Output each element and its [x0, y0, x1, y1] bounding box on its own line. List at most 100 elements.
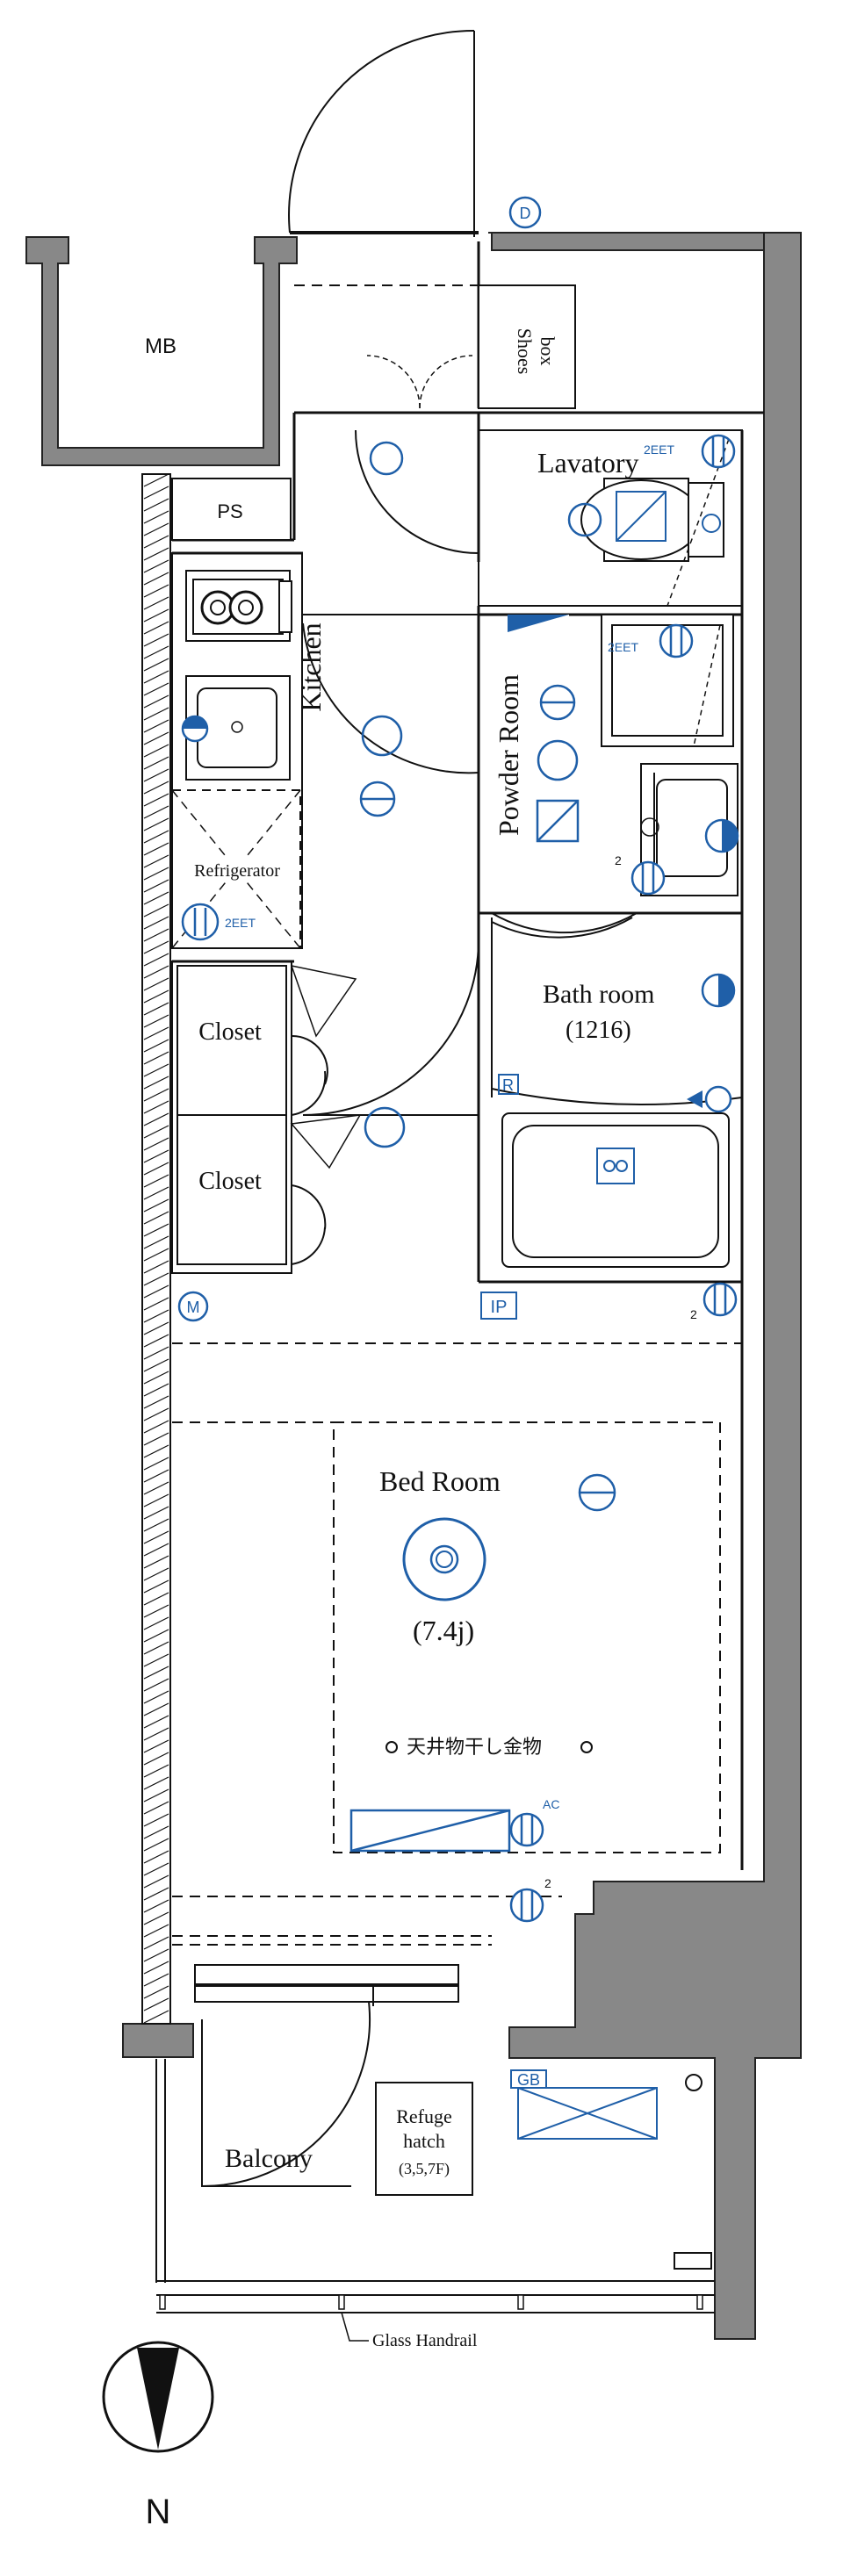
- ac-mark: AC: [543, 1797, 559, 1811]
- hatch-line: [143, 1076, 169, 1090]
- hatch-line: [143, 1727, 169, 1741]
- hatch-line: [143, 486, 169, 500]
- hatch-line: [143, 1260, 169, 1274]
- left-hatched-wall: [141, 473, 171, 2025]
- mb-label: MB: [145, 335, 177, 358]
- hatch-line: [143, 1100, 169, 1114]
- hatch-line: [143, 1838, 169, 1852]
- hatch-line: [143, 694, 169, 709]
- mb-walls: [25, 236, 298, 466]
- bath-size-label: (1216): [566, 1017, 631, 1044]
- hatch-line: [143, 854, 169, 868]
- shoes-box: Shoes box: [366, 284, 576, 409]
- hatch-line: [143, 707, 169, 721]
- hatch-line: [143, 1579, 169, 1594]
- hatch-line: [143, 1518, 169, 1532]
- hatch-line: [143, 928, 169, 942]
- hatch-line: [143, 1272, 169, 1286]
- hatch-line: [143, 1039, 169, 1053]
- r-mark: R: [502, 1076, 514, 1094]
- hatch-line: [143, 1973, 169, 1987]
- hatch-line: [143, 719, 169, 733]
- balcony: Balcony Refuge hatch (3,5,7F) GB Glass H…: [155, 2001, 715, 2350]
- hatch-line: [143, 1874, 169, 1889]
- hatch-line: [143, 1702, 169, 1716]
- hatch-line: [143, 1112, 169, 1126]
- refuge-label-3: (3,5,7F): [399, 2160, 450, 2178]
- hatch-line: [143, 621, 169, 635]
- hatch-line: [143, 1407, 169, 1421]
- entrance-door: [288, 29, 479, 237]
- hatch-line: [143, 965, 169, 979]
- hatch-line: [143, 953, 169, 967]
- hatch-line: [143, 522, 169, 536]
- ps-label: PS: [217, 500, 242, 522]
- hatch-line: [143, 1825, 169, 1839]
- bed-room-label: Bed Room: [379, 1465, 501, 1497]
- hatch-line: [143, 1211, 169, 1225]
- hatch-line: [143, 879, 169, 893]
- hatch-line: [143, 1948, 169, 1962]
- wall-light-kitchen: [359, 781, 396, 817]
- hatch-line: [143, 1653, 169, 1667]
- genkan-dashed: [294, 284, 479, 414]
- hatch-line: [143, 1911, 169, 1925]
- hatch-line: [143, 1506, 169, 1520]
- closets: Closet Closet: [171, 939, 479, 1274]
- shoes-box-label-1: Shoes: [514, 328, 536, 375]
- exterior-walls: [25, 232, 802, 2340]
- hatch-line: [143, 1641, 169, 1655]
- hatch-line: [143, 584, 169, 598]
- bath-room-label: Bath room: [543, 980, 655, 1009]
- hatch-line: [143, 1985, 169, 1999]
- hatch-line: [143, 1051, 169, 1065]
- hatch-line: [143, 1555, 169, 1569]
- lavatory-label: Lavatory: [537, 447, 639, 479]
- hatch-line: [143, 1235, 169, 1249]
- kitchen-label: Kitchen: [295, 622, 327, 711]
- hatch-line: [143, 1629, 169, 1643]
- hatch-line: [143, 572, 169, 586]
- bath-room: Bath room (1216) R: [491, 917, 743, 1268]
- hatch-line: [143, 793, 169, 807]
- hatch-line: [143, 1887, 169, 1901]
- air-conditioner: [349, 1809, 511, 1853]
- balcony-label: Balcony: [225, 2144, 313, 2173]
- bed-room-dashed: [172, 1342, 742, 1946]
- hatch-line: [143, 1862, 169, 1876]
- powder-room-label: Powder Room: [493, 674, 524, 836]
- hatch-line: [143, 744, 169, 758]
- hatch-line: [143, 633, 169, 647]
- hatch-line: [143, 891, 169, 905]
- hatch-line: [143, 2010, 169, 2024]
- hatch-line: [143, 1334, 169, 1348]
- hatch-line: [143, 1014, 169, 1028]
- hatch-line: [143, 1493, 169, 1507]
- powder-room: Powder Room 2EET 2: [491, 614, 739, 934]
- north-arrow-icon: N: [102, 2341, 214, 2531]
- hatch-line: [143, 1899, 169, 1913]
- hatch-line: [143, 1666, 169, 1680]
- right-wall: [488, 232, 802, 2340]
- hatch-line: [143, 1432, 169, 1446]
- refuge-label-1: Refuge: [396, 2105, 452, 2127]
- ps-box: PS: [171, 478, 292, 541]
- hatch-line: [143, 1371, 169, 1385]
- hatch-line: [143, 1026, 169, 1040]
- hatch-line: [143, 1961, 169, 1975]
- hatch-line: [143, 842, 169, 856]
- hatch-line: [143, 1936, 169, 1950]
- two-label-2: 2: [690, 1307, 697, 1321]
- hatch-line: [143, 498, 169, 512]
- hatch-line: [143, 805, 169, 819]
- hatch-line: [143, 1297, 169, 1311]
- hatch-line: [143, 1088, 169, 1102]
- bed-size-label: (7.4j): [413, 1615, 474, 1646]
- eet-label-1: 2EET: [644, 443, 674, 457]
- hatch-line: [143, 1481, 169, 1495]
- hatch-line: [143, 1149, 169, 1163]
- bed-room: Bed Room (7.4j) 天井物干し金物 AC 2: [349, 1465, 616, 1923]
- eet-label-2: 2EET: [225, 916, 256, 930]
- ceiling-drying-label: 天井物干し金物: [407, 1736, 542, 1758]
